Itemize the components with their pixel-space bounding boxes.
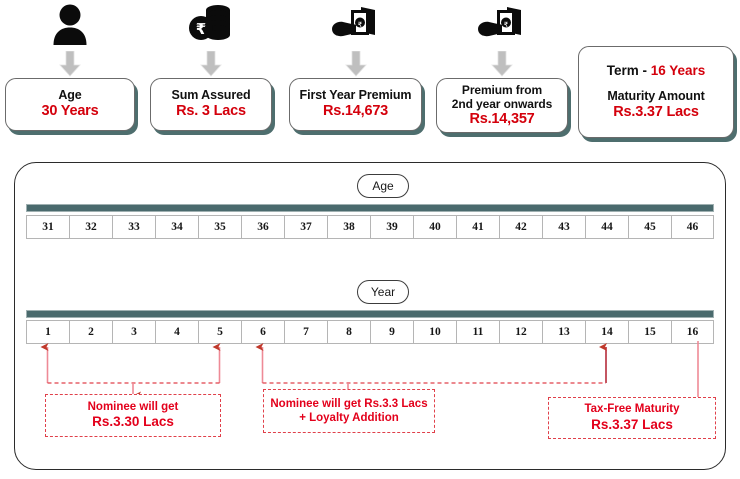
age-track-bar <box>26 204 714 212</box>
down-arrow-icon <box>289 48 422 78</box>
card-premium-from-2nd-year-label: Premium from <box>461 82 543 97</box>
callout-box-3-line2: Rs.3.37 Lacs <box>591 416 673 432</box>
maturity-block: Maturity Amount Rs.3.37 Lacs <box>607 89 704 121</box>
term-label: Term - <box>606 62 651 78</box>
year-cell: 8 <box>327 320 370 344</box>
callout-box-2-line1: Nominee will get Rs.3.3 Lacs <box>270 397 428 410</box>
year-cell: 15 <box>628 320 671 344</box>
card-term-maturity: Term - 16 Years Maturity Amount Rs.3.37 … <box>578 46 734 138</box>
summary-card-term-group: Term - 16 Years Maturity Amount Rs.3.37 … <box>578 46 734 138</box>
age-cell: 32 <box>69 215 112 239</box>
card-first-year-premium: First Year Premium Rs.14,673 <box>289 78 422 131</box>
down-arrow-icon <box>5 48 135 78</box>
age-cell: 34 <box>155 215 198 239</box>
age-cell: 37 <box>284 215 327 239</box>
term-line: Term - 16 Years <box>607 63 706 78</box>
term-value: 16 Years <box>650 62 706 78</box>
maturity-value: Rs.3.37 Lacs <box>613 103 699 120</box>
card-sum-assured: Sum Assured Rs. 3 Lacs <box>150 78 272 131</box>
year-cell: 12 <box>499 320 542 344</box>
card-sum-assured-label: Sum Assured <box>171 88 251 103</box>
summary-card-first-premium-group: ₹ First Year Premium Rs.14,673 <box>289 0 422 131</box>
year-cell: 11 <box>456 320 499 344</box>
hand-cash-icon: ₹ <box>436 0 568 48</box>
year-cell: 1 <box>26 320 69 344</box>
age-cell: 36 <box>241 215 284 239</box>
year-cell: 9 <box>370 320 413 344</box>
age-cell: 44 <box>585 215 628 239</box>
year-cell: 6 <box>241 320 284 344</box>
year-cell: 4 <box>155 320 198 344</box>
age-cell: 39 <box>370 215 413 239</box>
svg-text:₹: ₹ <box>196 20 206 38</box>
age-pill-label: Age <box>357 174 409 198</box>
year-pill-label: Year <box>357 280 409 304</box>
age-cell: 43 <box>542 215 585 239</box>
age-cell: 46 <box>671 215 714 239</box>
callout-box-3: Tax-Free Maturity Rs.3.37 Lacs <box>548 397 716 439</box>
age-cell: 40 <box>413 215 456 239</box>
age-cell: 33 <box>112 215 155 239</box>
rupee-coins-icon: ₹ <box>150 0 272 48</box>
maturity-label: Maturity Amount <box>607 88 705 103</box>
year-cell: 5 <box>198 320 241 344</box>
card-premium-from-2nd-year-label2: 2nd year onwards <box>451 96 553 111</box>
age-cell: 35 <box>198 215 241 239</box>
card-age-value: 30 Years <box>41 103 99 120</box>
callout-box-2-line2: + Loyalty Addition <box>299 412 399 424</box>
callout-box-1: Nominee will get Rs.3.30 Lacs <box>45 394 221 437</box>
card-sum-assured-value: Rs. 3 Lacs <box>176 103 246 120</box>
year-cell: 10 <box>413 320 456 344</box>
callout-box-1-line1: Nominee will get <box>87 400 179 413</box>
summary-cards-row: Age 30 Years <box>0 0 740 152</box>
callout-box-3-line1: Tax-Free Maturity <box>584 403 680 416</box>
year-track-bar <box>26 310 714 318</box>
year-cell: 3 <box>112 320 155 344</box>
year-cell: 14 <box>585 320 628 344</box>
card-premium-from-2nd-year: Premium from 2nd year onwards Rs.14,357 <box>436 78 568 133</box>
summary-card-age-group: Age 30 Years <box>5 0 135 131</box>
card-age-label: Age <box>58 88 82 103</box>
age-cell: 31 <box>26 215 69 239</box>
card-first-year-premium-label: First Year Premium <box>299 88 412 103</box>
card-first-year-premium-value: Rs.14,673 <box>322 103 389 120</box>
age-cell: 41 <box>456 215 499 239</box>
year-cell: 13 <box>542 320 585 344</box>
callout-box-2: Nominee will get Rs.3.3 Lacs + Loyalty A… <box>263 389 435 433</box>
summary-card-sum-assured-group: ₹ Sum Assured Rs. 3 Lacs <box>150 0 272 131</box>
card-age: Age 30 Years <box>5 78 135 131</box>
card-premium-from-2nd-year-value: Rs.14,357 <box>469 110 535 127</box>
year-cell: 16 <box>671 320 714 344</box>
hand-cash-icon: ₹ <box>289 0 422 48</box>
callout-box-1-line2: Rs.3.30 Lacs <box>92 414 174 430</box>
down-arrow-icon <box>150 48 272 78</box>
age-cell: 38 <box>327 215 370 239</box>
person-icon <box>5 0 135 48</box>
summary-card-recurring-premium-group: ₹ Premium from 2nd year onwards Rs.14,35… <box>436 0 568 133</box>
year-cell: 2 <box>69 320 112 344</box>
svg-text:₹: ₹ <box>504 21 509 29</box>
age-cell: 42 <box>499 215 542 239</box>
down-arrow-icon <box>436 48 568 78</box>
year-cell: 7 <box>284 320 327 344</box>
age-cell: 45 <box>628 215 671 239</box>
svg-text:₹: ₹ <box>357 21 362 29</box>
